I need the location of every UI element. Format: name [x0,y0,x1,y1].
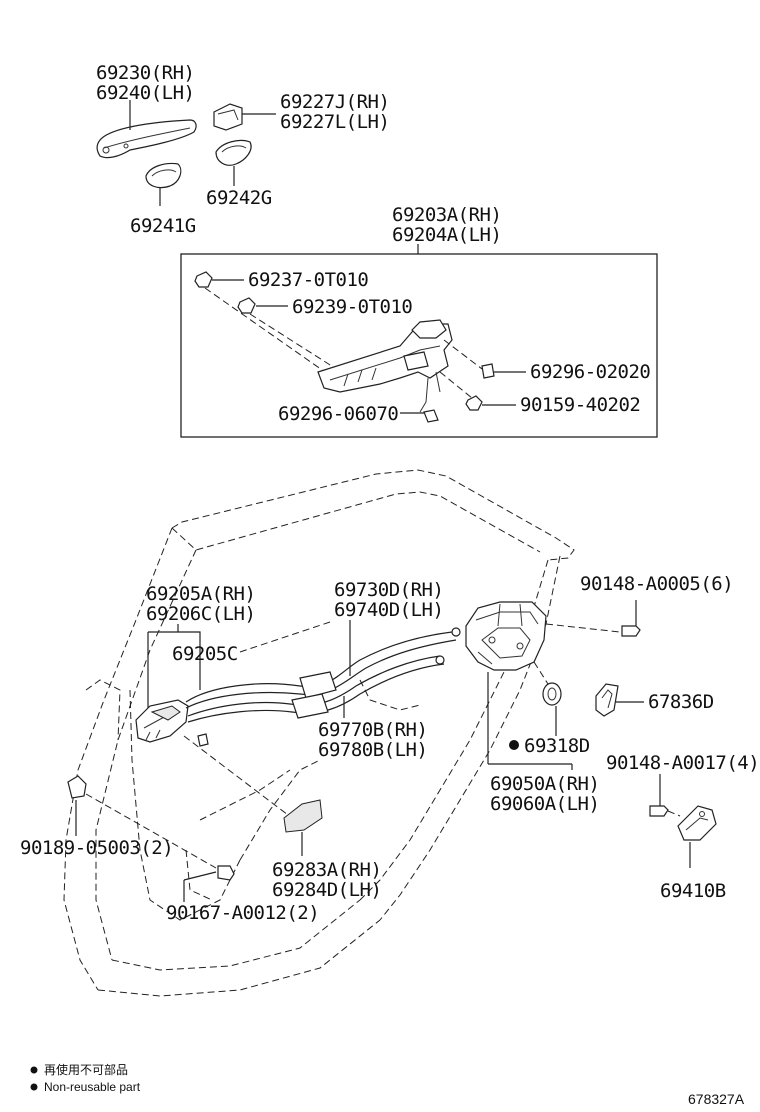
screw-90167-shape [217,865,235,881]
label-69780B: 69780B(LH) [318,739,427,761]
bolt-90159-shape [465,395,483,411]
label-90159: 90159-40202 [520,394,640,416]
frame-assembly-group: 69203A(RH) 69204A(LH) 69237-0T010 69239-… [180,204,658,438]
label-69283A: 69283A(RH) [272,859,381,881]
inside-handle-group: 69205A(RH) 69206C(LH) 69205C 69730D(RH) … [135,579,461,761]
label-69240: 69240(LH) [96,82,194,104]
label-69284D: 69284D(LH) [272,879,381,901]
label-69410B: 69410B [660,880,726,902]
legend-en: Non-reusable part [44,1080,141,1094]
diagram-reference-number: 678327A [688,1091,745,1107]
label-69296-06070: 69296-06070 [278,403,398,425]
label-69237: 69237-0T010 [248,269,368,291]
legend: 再使用不可部品 Non-reusable part [30,1062,141,1094]
nut-69237-shape [194,271,213,288]
frame-assembly-box [180,253,658,438]
outside-handle-shape [96,119,197,159]
label-69730D: 69730D(RH) [334,579,443,601]
clip-90189-shape [67,775,87,799]
label-69205A: 69205A(RH) [146,583,255,605]
label-69242G: 69242G [206,187,272,209]
screw-69296-06070-shape [423,409,439,423]
handle-frame-shape [317,319,453,413]
cover-67836D-shape [595,683,619,717]
label-90167: 90167-A0012(2) [166,902,319,924]
label-69227J: 69227J(RH) [280,91,389,113]
door-outline [63,469,575,997]
label-69239: 69239-0T010 [292,296,412,318]
screw-69296-02020-shape [481,363,495,379]
seal-69318D-shape [542,682,562,706]
door-lock-group: 69050A(RH) 69060A(LH) 90148-A0005(6) 693… [465,573,734,815]
label-90189: 90189-05003(2) [20,837,173,859]
handle-cap-shape [213,103,243,131]
striker-group: 90148-A0017(4) 69410B [606,752,760,902]
lower-fasteners-group: 90189-05003(2) 90167-A0012(2) 69283A(RH)… [20,735,382,924]
label-69203A: 69203A(RH) [392,204,501,226]
label-69204A: 69204A(LH) [392,224,501,246]
label-69296-02020: 69296-02020 [530,361,650,383]
label-90148-A0005: 90148-A0005(6) [580,573,733,595]
label-69205C: 69205C [172,643,238,665]
non-reusable-mark [509,740,519,750]
striker-69410B-shape [677,805,717,841]
bolt-90148-A0017-shape [649,805,669,817]
legend-jp: 再使用不可部品 [44,1062,128,1077]
label-67836D: 67836D [648,691,714,713]
label-69318D: 69318D [524,735,590,757]
inside-handle-bezel-shape [150,705,181,721]
label-69770B: 69770B(RH) [318,719,427,741]
nut-69239-shape [237,297,256,314]
label-69050A: 69050A(RH) [490,773,599,795]
label-69740D: 69740D(LH) [334,599,443,621]
inside-handle-shape [135,699,189,743]
outside-handle-group: 69230(RH) 69240(LH) 69227J(RH) 69227L(LH… [96,62,390,237]
label-69230: 69230(RH) [96,62,194,84]
label-69227L: 69227L(LH) [280,111,389,133]
door-lock-shape [465,601,547,671]
label-90148-A0017: 90148-A0017(4) [606,752,759,774]
handle-pad-left-shape [145,162,182,189]
bolt-90148-A0005-shape [621,625,641,637]
label-69206C: 69206C(LH) [146,603,255,625]
handle-pad-right-shape [215,139,252,166]
label-69060A: 69060A(LH) [490,793,599,815]
cover-69283A-shape [283,799,323,833]
label-69241G: 69241G [130,215,196,237]
